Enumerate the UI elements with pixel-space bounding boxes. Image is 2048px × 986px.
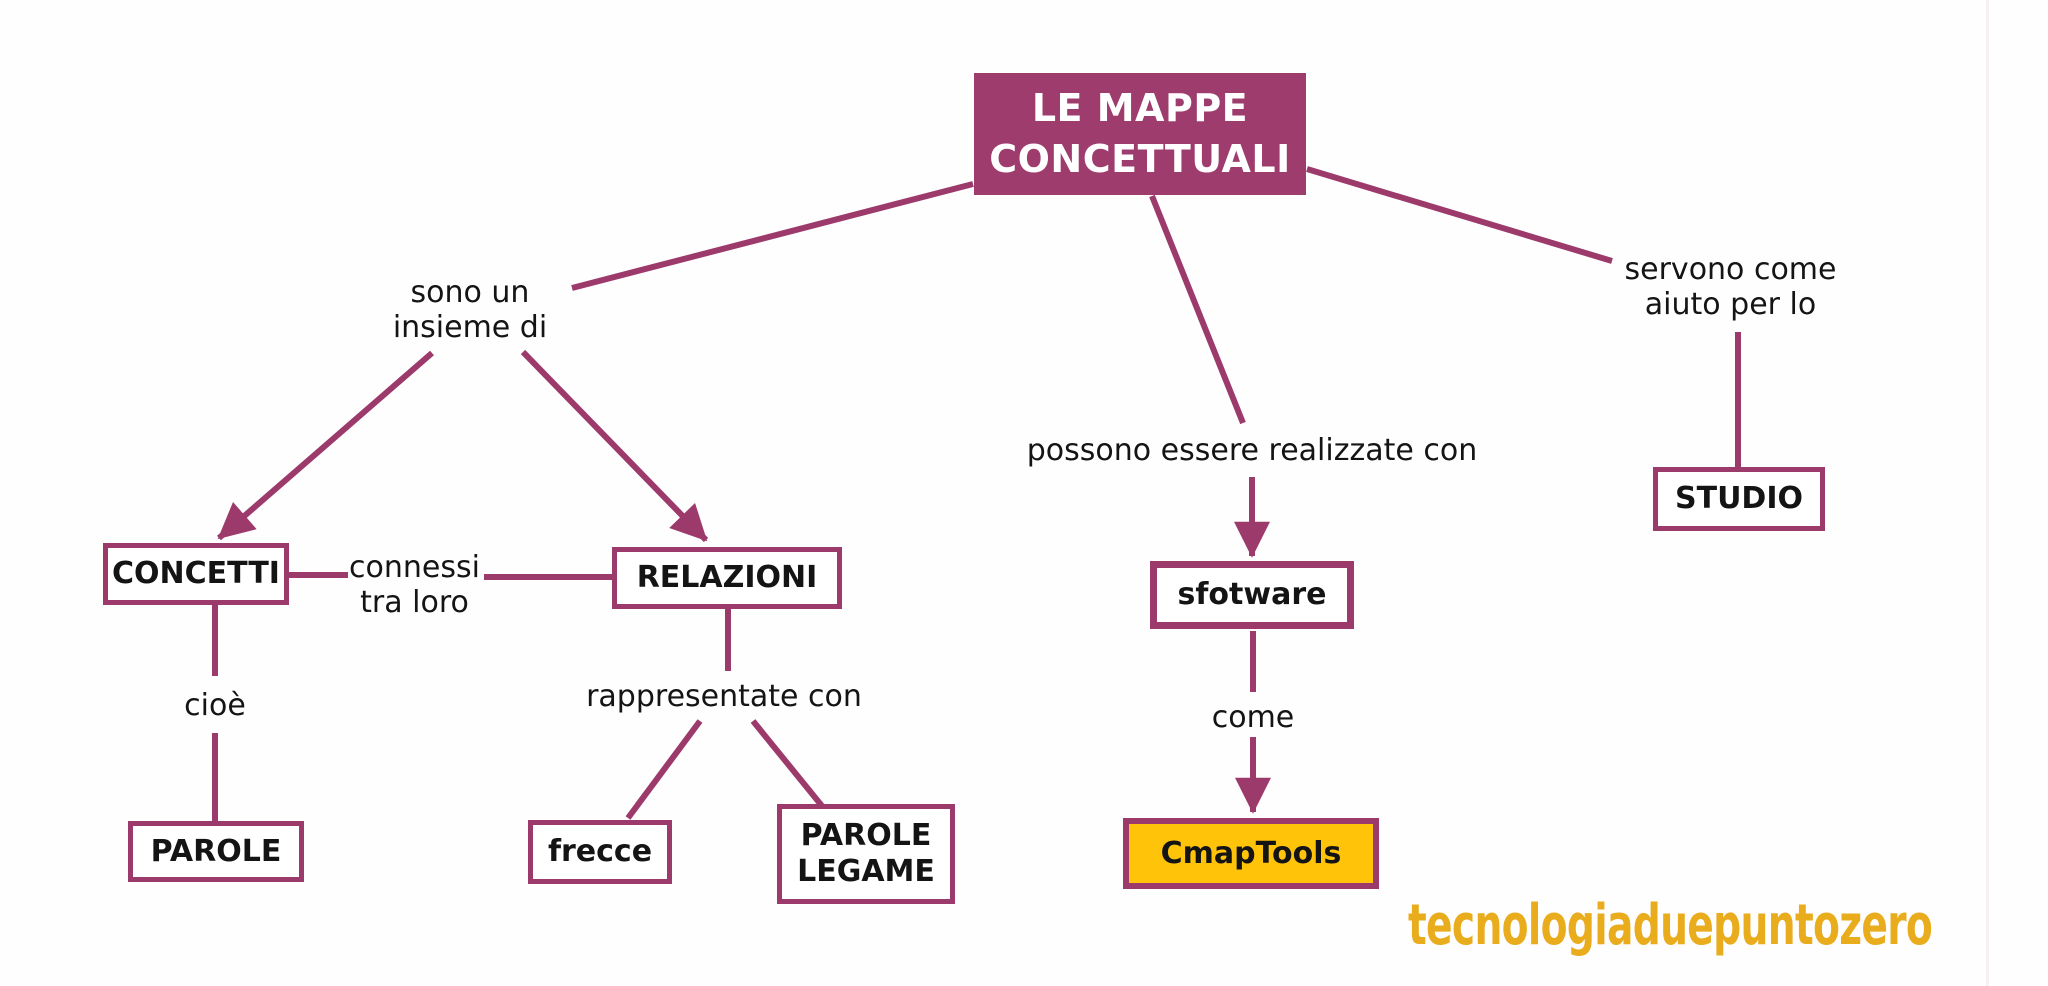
- node-studio: STUDIO: [1653, 467, 1825, 531]
- link-label-possono-essere-realizzate-con: possono essere realizzate con: [1026, 433, 1478, 468]
- edge-title-to-sono: [571, 181, 974, 291]
- edge-title-to-servono: [1306, 166, 1613, 264]
- edge-title-to-possono: [1149, 194, 1246, 425]
- node-le-mappe-concettuali: LE MAPPE CONCETTUALI: [974, 73, 1306, 195]
- watermark-tecnologiaduepuntozero: tecnologiaduepuntozero: [1408, 893, 1933, 958]
- node-frecce: frecce: [528, 820, 672, 884]
- link-label-cioe: cioè: [184, 688, 246, 723]
- node-parole-legame: PAROLE LEGAME: [777, 804, 955, 904]
- edge-sono-to-relazioni-arrow: [520, 349, 709, 543]
- edge-sono-to-concetti-arrow: [217, 350, 434, 541]
- node-sfotware: sfotware: [1150, 561, 1354, 629]
- node-cmaptools: CmapTools: [1123, 818, 1379, 889]
- edge-rappresentate-to-parole-legame: [750, 719, 825, 808]
- edge-rappresentate-to-frecce: [625, 719, 703, 820]
- link-label-connessi-tra-loro: connessi tra loro: [349, 550, 480, 620]
- link-label-rappresentate-con: rappresentate con: [586, 679, 862, 714]
- link-label-sono-un-insieme-di: sono un insieme di: [392, 275, 548, 345]
- link-label-come: come: [1211, 700, 1295, 735]
- node-concetti: CONCETTI: [103, 543, 289, 605]
- slide-edge-line: [1986, 0, 1989, 986]
- link-label-servono-come-aiuto-per-lo: servono come aiuto per lo: [1624, 252, 1837, 322]
- node-relazioni: RELAZIONI: [612, 547, 842, 609]
- node-parole: PAROLE: [128, 821, 304, 882]
